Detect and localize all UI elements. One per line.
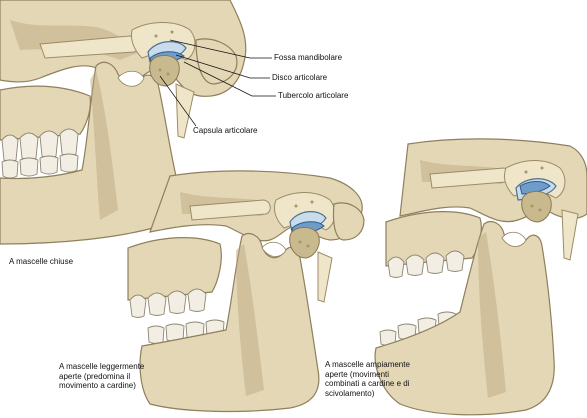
label-disco-articolare: Disco articolare <box>272 73 328 82</box>
label-tubercolo-articolare: Tubercolo articolare <box>278 91 349 100</box>
tmj-closed <box>131 22 196 87</box>
lower-teeth-closed <box>1 153 79 179</box>
styloid-process-wide-open <box>561 209 579 261</box>
caption-slightly-open: A mascelle leggermente aperte (predomina… <box>59 362 145 390</box>
caption-closed: A mascelle chiuse <box>9 257 74 266</box>
maxilla-closed <box>0 85 91 141</box>
caption-wide-open: A mascelle ampiamente aperte (movimenti … <box>325 360 410 398</box>
label-capsula-articolare: Capsula articolare <box>193 126 258 135</box>
upper-teeth-slightly-open <box>129 288 207 318</box>
panel-wide-open-jaw <box>374 138 587 416</box>
maxilla-slightly-open <box>127 237 222 301</box>
upper-teeth-wide-open <box>387 250 465 278</box>
label-leaders <box>159 39 276 127</box>
label-fossa-mandibolare: Fossa mandibolare <box>274 53 343 62</box>
condyle-closed <box>149 55 180 87</box>
mandible-wide-open <box>374 221 555 416</box>
tmj-wide-open <box>503 160 566 223</box>
styloid-process-slightly-open <box>317 251 333 303</box>
tmj-slightly-open <box>273 192 336 259</box>
panel-closed-jaw <box>0 0 247 245</box>
zygomatic-arch-slightly-open <box>189 199 271 221</box>
panel-slightly-open-jaw <box>127 170 365 413</box>
